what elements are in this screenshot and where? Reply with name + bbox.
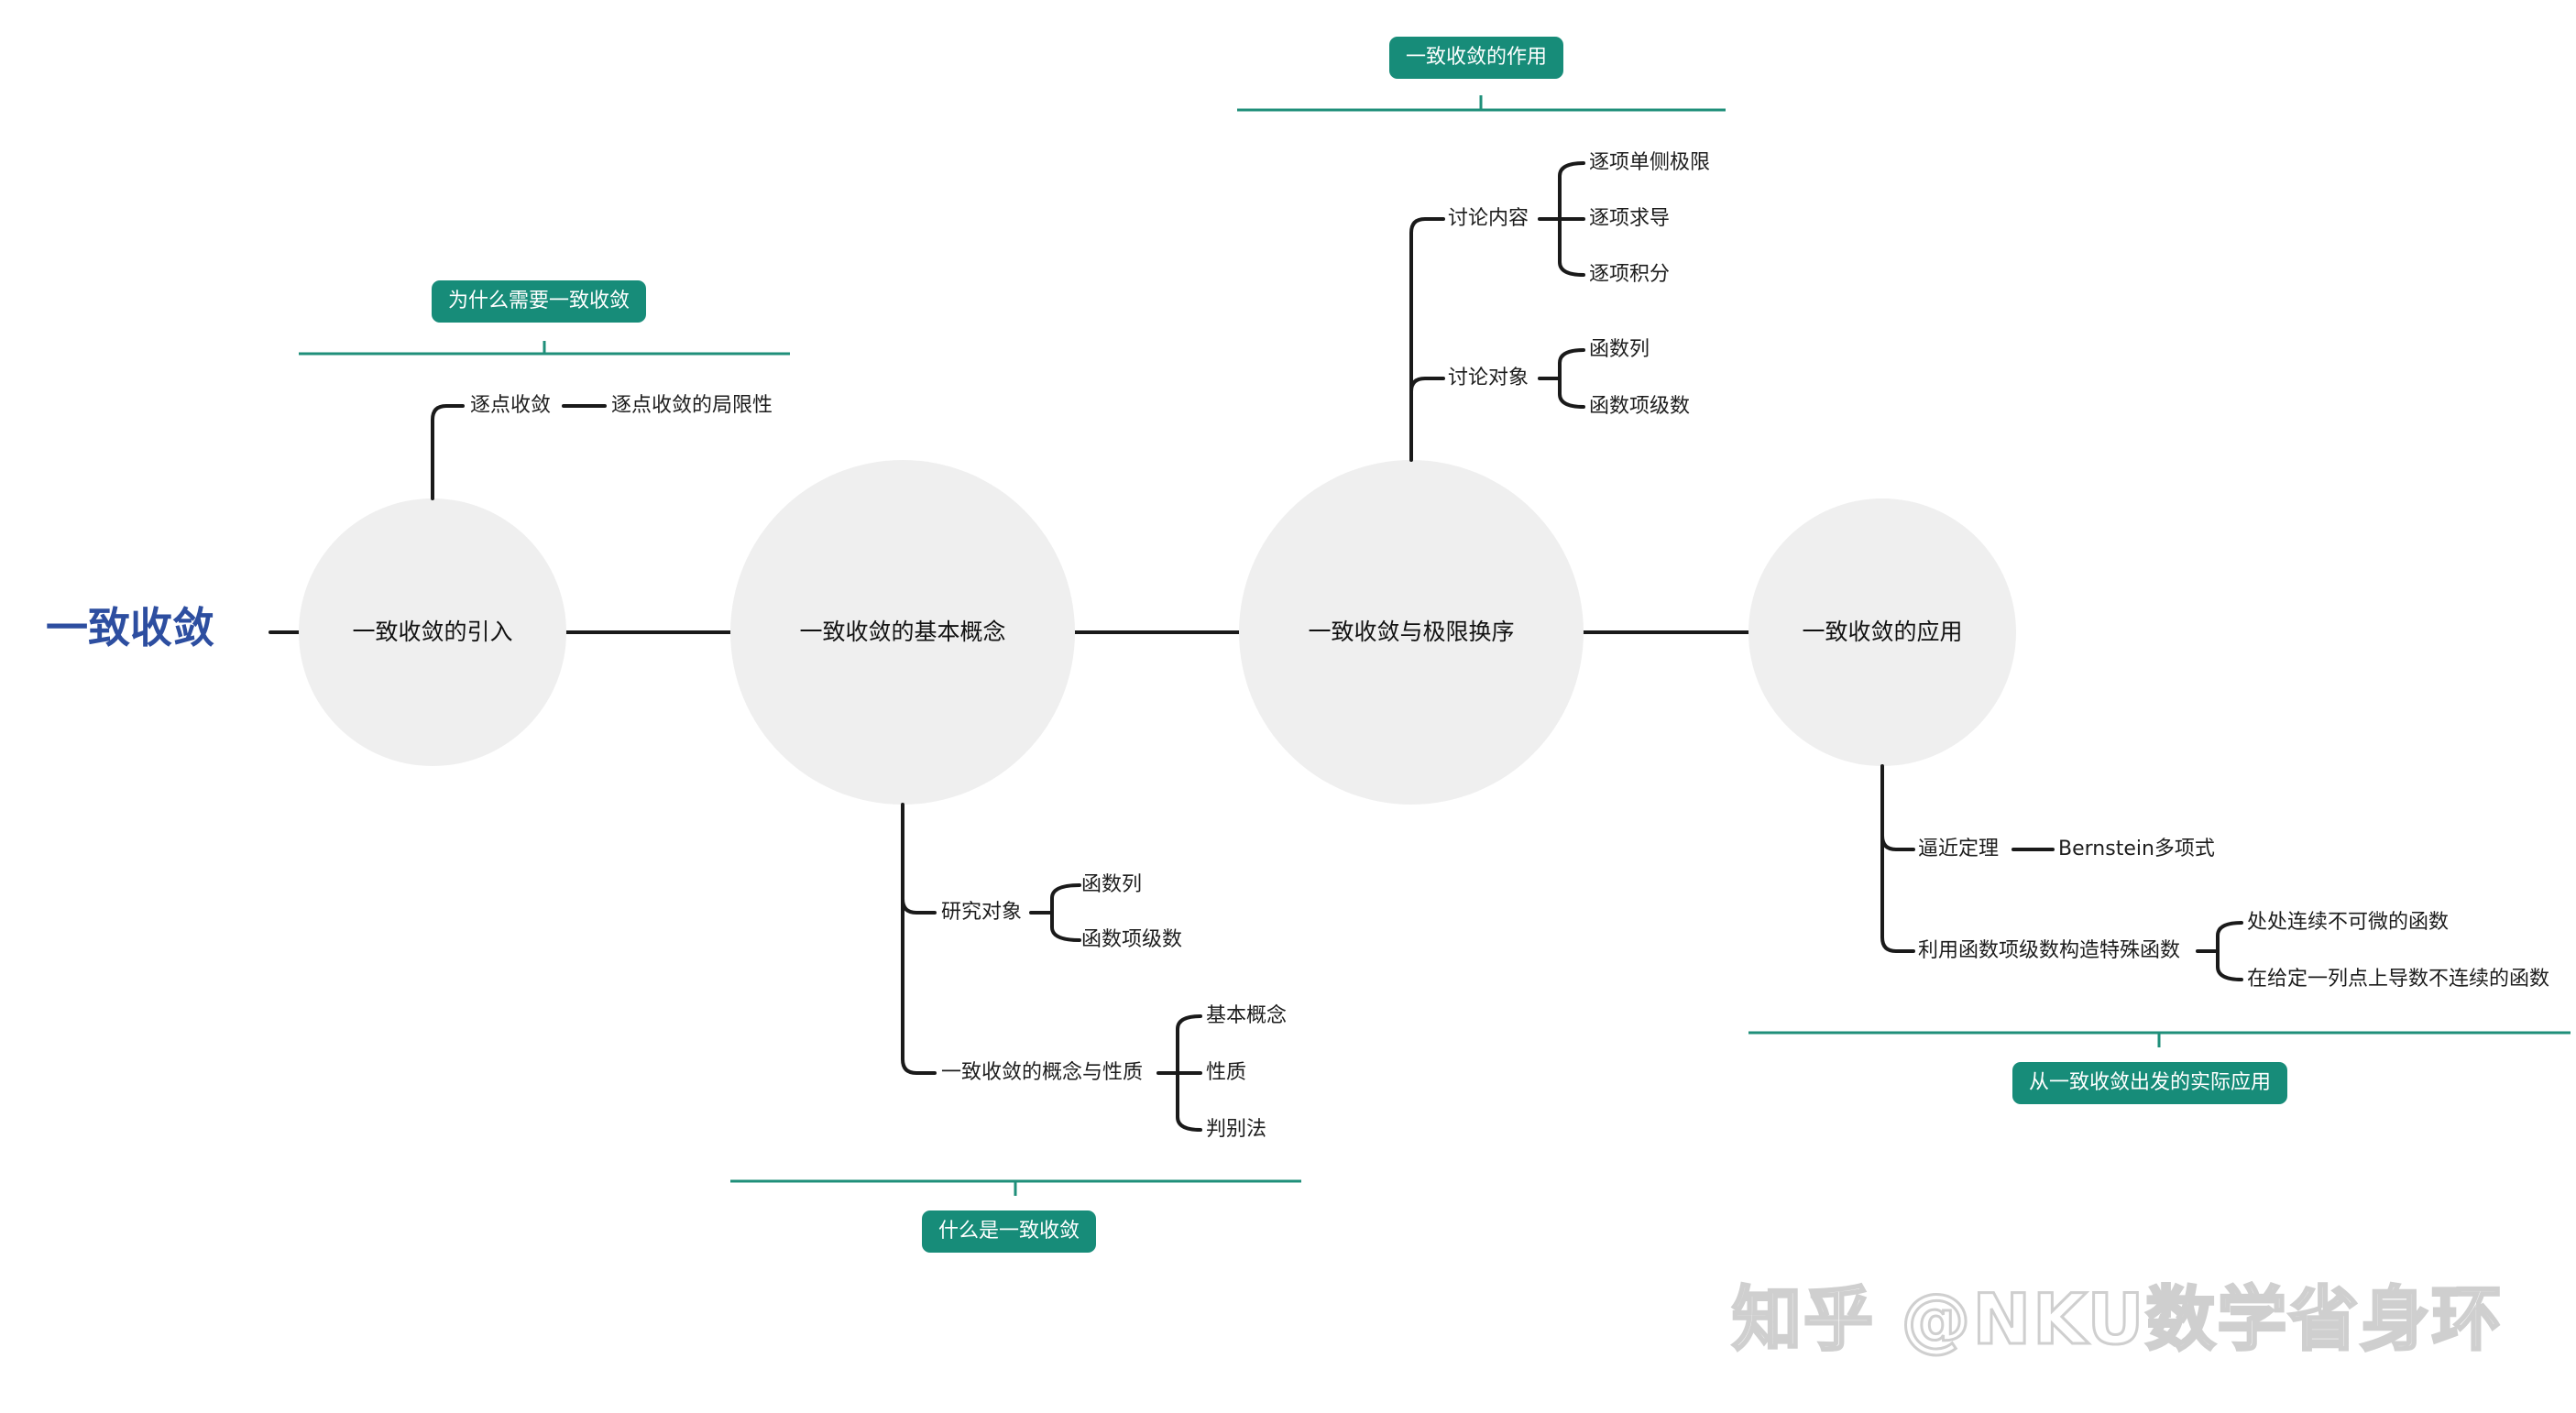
topic-label[interactable]: 一致收敛的引入 bbox=[352, 619, 513, 645]
topic-circle[interactable] bbox=[299, 498, 566, 766]
branch-label[interactable]: 讨论内容 bbox=[1448, 207, 1529, 230]
branch-label[interactable]: 一致收敛的概念与性质 bbox=[941, 1061, 1144, 1084]
branch-connector bbox=[1880, 764, 1915, 851]
leaf-label[interactable]: 函数项级数 bbox=[1589, 395, 1691, 418]
leaf-label[interactable]: 函数列 bbox=[1081, 873, 1143, 896]
topic-tag[interactable]: 为什么需要一致收敛 bbox=[432, 280, 647, 323]
leaf-label[interactable]: 性质 bbox=[1206, 1061, 1247, 1084]
branch-label[interactable]: 讨论对象 bbox=[1448, 367, 1529, 389]
topic-tag[interactable]: 什么是一致收敛 bbox=[922, 1210, 1097, 1253]
bracket bbox=[1050, 883, 1081, 942]
branch-label[interactable]: 逐点收敛 bbox=[470, 394, 552, 417]
topic-tag[interactable]: 从一致收敛出发的实际应用 bbox=[2012, 1062, 2288, 1104]
branch-connector bbox=[1409, 377, 1445, 393]
leaf-label[interactable]: 逐项求导 bbox=[1589, 207, 1671, 230]
branch-label[interactable]: 利用函数项级数构造特殊函数 bbox=[1918, 939, 2181, 962]
leaf-label[interactable]: 处处连续不可微的函数 bbox=[2247, 911, 2450, 934]
bracket bbox=[2216, 921, 2243, 981]
branch-label[interactable]: 逼近定理 bbox=[1918, 838, 2000, 860]
leaf-label[interactable]: Bernstein多项式 bbox=[2058, 838, 2215, 860]
branch-connector bbox=[431, 404, 465, 500]
topic-label[interactable]: 一致收敛的基本概念 bbox=[799, 619, 1006, 645]
watermark: 知乎 @NKU数学省身环 bbox=[1730, 1277, 2504, 1362]
leaf-label[interactable]: 基本概念 bbox=[1206, 1004, 1288, 1027]
topic-circle[interactable] bbox=[1748, 498, 2016, 766]
leaf-label[interactable]: 函数项级数 bbox=[1081, 928, 1183, 951]
topic-label[interactable]: 一致收敛的应用 bbox=[1802, 619, 1963, 645]
branch-connector bbox=[1409, 217, 1445, 462]
leaf-label[interactable]: 逐项单侧极限 bbox=[1589, 151, 1711, 174]
leaf-label[interactable]: 函数列 bbox=[1589, 338, 1650, 361]
leaf-label[interactable]: 逐点收敛的局限性 bbox=[611, 394, 773, 417]
topic-circle[interactable] bbox=[1239, 460, 1584, 805]
root-title[interactable]: 一致收敛 bbox=[46, 603, 214, 652]
bracket bbox=[1558, 348, 1585, 409]
branch-connector bbox=[901, 803, 937, 915]
branch-connector bbox=[1880, 834, 1915, 953]
topic-label[interactable]: 一致收敛与极限换序 bbox=[1308, 619, 1515, 645]
branch-connector bbox=[901, 897, 937, 1075]
topic-tag[interactable]: 一致收敛的作用 bbox=[1389, 37, 1564, 79]
leaf-label[interactable]: 在给定一列点上导数不连续的函数 bbox=[2247, 968, 2550, 991]
branch-label[interactable]: 研究对象 bbox=[941, 901, 1023, 924]
leaf-label[interactable]: 逐项积分 bbox=[1589, 263, 1671, 286]
leaf-label[interactable]: 判别法 bbox=[1206, 1118, 1267, 1141]
topic-circle[interactable] bbox=[730, 460, 1075, 805]
